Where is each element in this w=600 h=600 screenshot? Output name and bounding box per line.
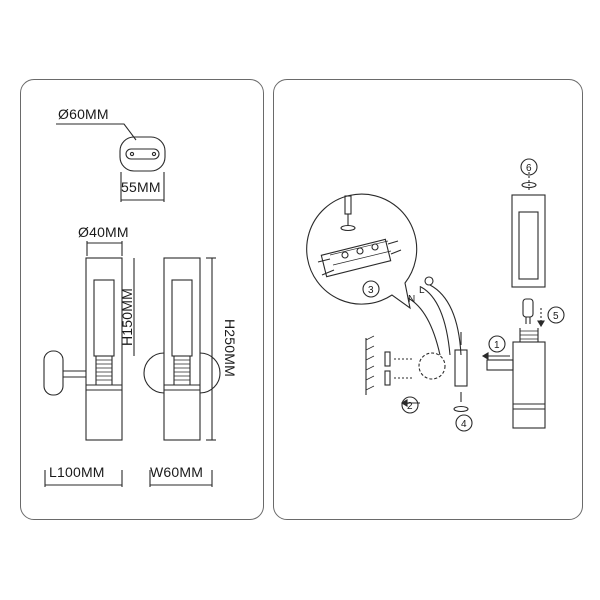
screwdriver-handle: [344, 195, 352, 215]
canopy-front-left: [143, 352, 165, 394]
terminal-block: [320, 238, 392, 278]
canopy-top-view: Ø60MM 55MM: [56, 106, 166, 202]
dimensions-panel: [20, 79, 264, 520]
wall-plug: [384, 351, 391, 367]
canopy-front-right: [199, 352, 221, 394]
terminal-block-detail: [329, 240, 392, 266]
step-2-arrowhead: [400, 399, 408, 407]
step-3-marker: [362, 280, 380, 298]
length-label: L100MM: [49, 464, 105, 480]
lamp-window-front: [171, 279, 193, 357]
lamp-body: [85, 257, 123, 441]
bracket-plate: [454, 349, 468, 387]
wall-hatch: [365, 335, 375, 391]
wire-earth: [429, 284, 462, 356]
washer: [340, 224, 356, 232]
bracket-circle: [418, 352, 446, 380]
installation-panel: [273, 79, 583, 520]
bottom-washer: [453, 405, 469, 413]
step-4-label: 4: [461, 419, 467, 430]
step-5-label: 5: [553, 311, 559, 322]
bulb-capsule: [522, 298, 534, 318]
wire-neutral: [407, 297, 441, 356]
wire-in: [321, 269, 335, 276]
wall-plug: [384, 370, 391, 386]
step-5-marker: [547, 306, 565, 324]
wall-mount: [365, 332, 469, 413]
supply-wires: N L: [407, 276, 462, 356]
socket-thread: [96, 359, 112, 381]
canopy-slot: [125, 148, 160, 160]
earth-symbol: [424, 276, 434, 286]
terminal-detail-bubble: [306, 193, 418, 310]
lamp-arm-stub: [486, 359, 514, 371]
canopy-diameter-leader: [56, 123, 137, 141]
canopy-screw-hole: [129, 151, 135, 157]
live-wire-label: L: [419, 285, 425, 296]
canopy-width-label: 55MM: [121, 179, 161, 195]
neutral-wire-label: N: [408, 294, 415, 305]
shade-window: [518, 211, 539, 280]
step-6-marker: [520, 158, 538, 176]
lamp-lower-body: [486, 328, 546, 429]
wall-canopy: [43, 350, 64, 396]
canopy-diameter-label: Ø60MM: [58, 106, 109, 122]
terminal-screw: [341, 251, 349, 259]
step-4-marker: [455, 414, 473, 432]
step-2-marker: [401, 396, 419, 414]
step-3-label: 3: [368, 285, 374, 296]
terminal-screw: [356, 247, 364, 255]
terminal-screw: [371, 243, 379, 251]
step-6-label: 6: [526, 163, 532, 174]
total-height-label: H250MM: [222, 319, 238, 377]
width-label: W60MM: [150, 464, 203, 480]
tube-diameter-label: Ø40MM: [78, 224, 129, 240]
detail-bubble-outline: [306, 193, 418, 310]
step-1-marker: [488, 335, 506, 353]
side-view: Ø40MM H150MM L100MM: [43, 224, 135, 487]
bulb: [522, 298, 534, 324]
lamp-lower-tube: [512, 341, 546, 429]
tube-height-label: H150MM: [119, 288, 135, 346]
wire-in: [317, 258, 331, 263]
step-1-arrowhead: [481, 352, 489, 360]
step-1-label: 1: [494, 340, 500, 351]
wire-out: [390, 249, 402, 255]
front-view: H250MM W60MM: [143, 257, 238, 487]
canopy-outline: [119, 136, 166, 172]
wire-live: [420, 286, 451, 356]
canopy-screw-hole: [151, 151, 157, 157]
top-cap: [521, 181, 537, 189]
wire-out: [387, 240, 399, 245]
step-5-arrowhead: [537, 320, 545, 328]
lamp-lower-thread: [520, 330, 538, 340]
lamp-body-front: [163, 257, 201, 441]
shade-tube: [511, 194, 546, 288]
socket-thread-front: [174, 359, 190, 381]
step-2-label: 2: [407, 401, 413, 412]
upper-shade: [511, 172, 546, 288]
lamp-window: [93, 279, 115, 357]
